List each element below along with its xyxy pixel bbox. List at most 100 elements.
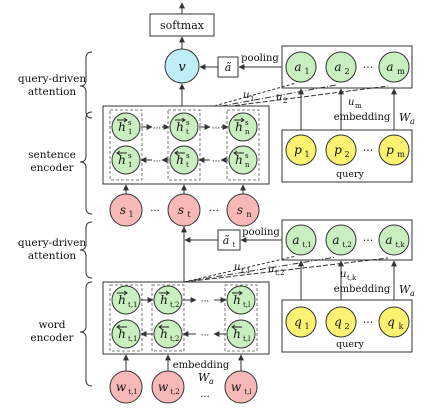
p-node-m: p m <box>378 134 410 166</box>
svg-text:t,l: t,l <box>243 301 251 309</box>
svg-text:a: a <box>332 233 339 247</box>
brace-icon <box>79 221 93 279</box>
svg-text:2: 2 <box>344 322 349 331</box>
svg-text:t,1: t,1 <box>128 335 138 343</box>
a-t-node-2: a t,2 <box>325 224 357 256</box>
svg-text:ã: ã <box>223 234 230 247</box>
svg-text:k: k <box>399 322 404 331</box>
svg-text:h: h <box>235 153 243 167</box>
svg-text:t,1: t,1 <box>128 301 138 309</box>
word-input-row: w t,1 w t,2 ··· w t,l <box>109 370 258 404</box>
svg-text:s: s <box>245 119 249 127</box>
svg-text:···: ··· <box>200 392 210 403</box>
w-label: W <box>399 111 412 124</box>
pooling-label: pooling <box>241 53 279 64</box>
brace-icon <box>79 51 93 119</box>
p-node-2: p 2 <box>325 134 357 166</box>
svg-text:t,1: t,1 <box>241 267 251 275</box>
svg-text:s: s <box>128 119 132 127</box>
svg-text:h: h <box>118 153 126 167</box>
svg-text:h: h <box>118 120 126 134</box>
svg-text:query-driven: query-driven <box>18 237 86 249</box>
svg-text:q: q <box>294 315 302 329</box>
embedding-label-bottom: embedding <box>334 284 391 295</box>
svg-text:encoder: encoder <box>30 332 74 344</box>
word-embedding-label: embedding <box>173 360 230 371</box>
label-query-attention-top: query-driven attention <box>18 51 93 119</box>
bottom-query-box: q 1 q 2 ··· q k query <box>281 299 413 353</box>
svg-text:a: a <box>386 60 393 74</box>
svg-text:a: a <box>334 60 341 74</box>
svg-text:h: h <box>160 293 168 307</box>
svg-text:···: ··· <box>212 124 221 134</box>
bottom-query-embedding-box: a t,1 a t,2 ··· a t,k <box>281 219 413 261</box>
svg-text:h: h <box>233 293 241 307</box>
svg-text:2: 2 <box>344 150 349 159</box>
svg-text:1: 1 <box>128 128 132 136</box>
v-node: v <box>164 48 200 84</box>
bottom-u-connections: u t,1 u t,2 u t,k <box>183 255 389 283</box>
svg-text:query-driven: query-driven <box>18 73 86 85</box>
w-node-1: w t,1 <box>109 370 143 404</box>
svg-text:t,l: t,l <box>244 388 252 396</box>
svg-text:s: s <box>245 152 249 160</box>
svg-text:···: ··· <box>363 234 374 247</box>
a-t-node-1: a t,1 <box>285 224 317 256</box>
svg-text:sentence: sentence <box>28 149 76 161</box>
svg-text:···: ··· <box>153 124 162 134</box>
svg-text:a: a <box>410 117 415 126</box>
q-node-2: q 2 <box>325 306 357 338</box>
svg-text:w: w <box>116 380 127 394</box>
svg-text:···: ··· <box>209 206 219 217</box>
svg-text:s: s <box>178 203 184 217</box>
sentence-input-row: s 1 ··· s t ··· s n <box>109 193 260 227</box>
svg-text:ã: ã <box>225 61 232 74</box>
svg-text:h: h <box>118 293 126 307</box>
label-sentence-encoder: sentence encoder <box>28 111 93 215</box>
a-t-node-k: a t,k <box>378 224 410 256</box>
svg-text:t: t <box>186 128 189 136</box>
p-node-1: p 1 <box>285 134 317 166</box>
svg-text:···: ··· <box>363 316 374 329</box>
svg-text:t,2: t,2 <box>275 269 285 277</box>
svg-text:p: p <box>294 143 302 157</box>
svg-text:2: 2 <box>344 67 349 76</box>
svg-text:h: h <box>235 120 243 134</box>
svg-text:n: n <box>245 161 250 169</box>
svg-text:attention: attention <box>28 86 77 98</box>
a-node-1: a 1 <box>285 51 317 83</box>
svg-text:h: h <box>176 153 184 167</box>
svg-text:u: u <box>276 92 282 103</box>
svg-text:t,2: t,2 <box>170 335 180 343</box>
q-node-1: q 1 <box>285 306 317 338</box>
svg-text:softmax: softmax <box>160 19 205 32</box>
svg-text:t: t <box>186 161 189 169</box>
svg-text:u: u <box>340 269 346 280</box>
svg-text:t: t <box>233 241 236 249</box>
svg-text:a: a <box>294 60 301 74</box>
svg-text:t,l: t,l <box>243 335 251 343</box>
svg-text:h: h <box>233 327 241 341</box>
pooling-label-bottom: pooling <box>242 227 280 238</box>
svg-text:u: u <box>234 262 240 273</box>
svg-text:t,1: t,1 <box>128 388 138 396</box>
svg-text:a: a <box>385 233 392 247</box>
s-node-t: s t <box>167 193 201 227</box>
s-node-n: s n <box>226 193 260 227</box>
svg-text:···: ··· <box>201 297 210 307</box>
a-node-2: a 2 <box>325 51 357 83</box>
svg-text:attention: attention <box>28 250 77 262</box>
label-word-encoder: word encoder <box>30 281 93 387</box>
svg-text:1: 1 <box>304 150 309 159</box>
svg-text:1: 1 <box>250 95 254 103</box>
svg-text:t,2: t,2 <box>170 301 180 309</box>
